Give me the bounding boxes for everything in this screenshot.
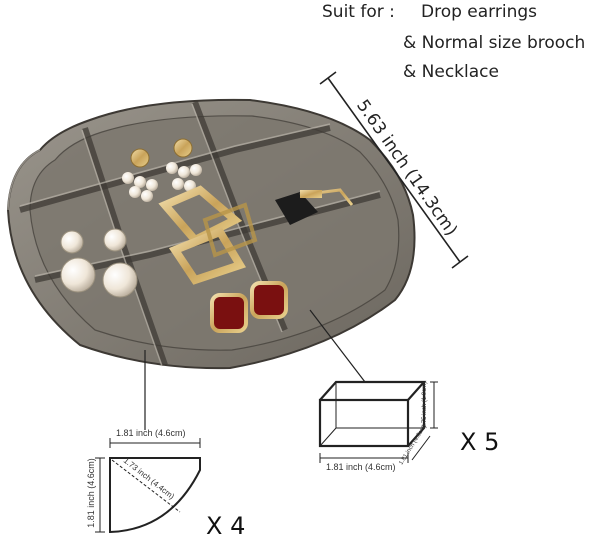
rect-compartment-drawing [318,380,438,463]
suit-item-drop-earrings: Drop earrings [421,2,538,22]
suit-item-brooch: & Normal size brooch [403,33,586,53]
black-gold-earrings [275,188,354,225]
corner-width-label: 1.81 inch (4.6cm) [116,428,186,438]
red-stud-earrings [210,281,288,333]
rect-quantity: X 5 [460,428,500,456]
suit-for-label: Suit for : [322,2,395,22]
corner-quantity: X 4 [206,512,246,540]
pearl-drop-earrings-left [60,228,138,298]
corner-compartment-drawing [95,438,201,534]
rect-height-label: 0.75 inch (1.9cm) [422,381,429,429]
corner-height-label: 1.81 inch (4.6cm) [85,458,96,528]
pearl-drop-earrings-top [122,138,202,202]
rect-length-label: 1.81 inch (4.6cm) [326,462,396,472]
gold-square-earrings [158,185,258,285]
suit-item-necklace: & Necklace [403,62,499,82]
tray-dimension-line [319,71,469,269]
